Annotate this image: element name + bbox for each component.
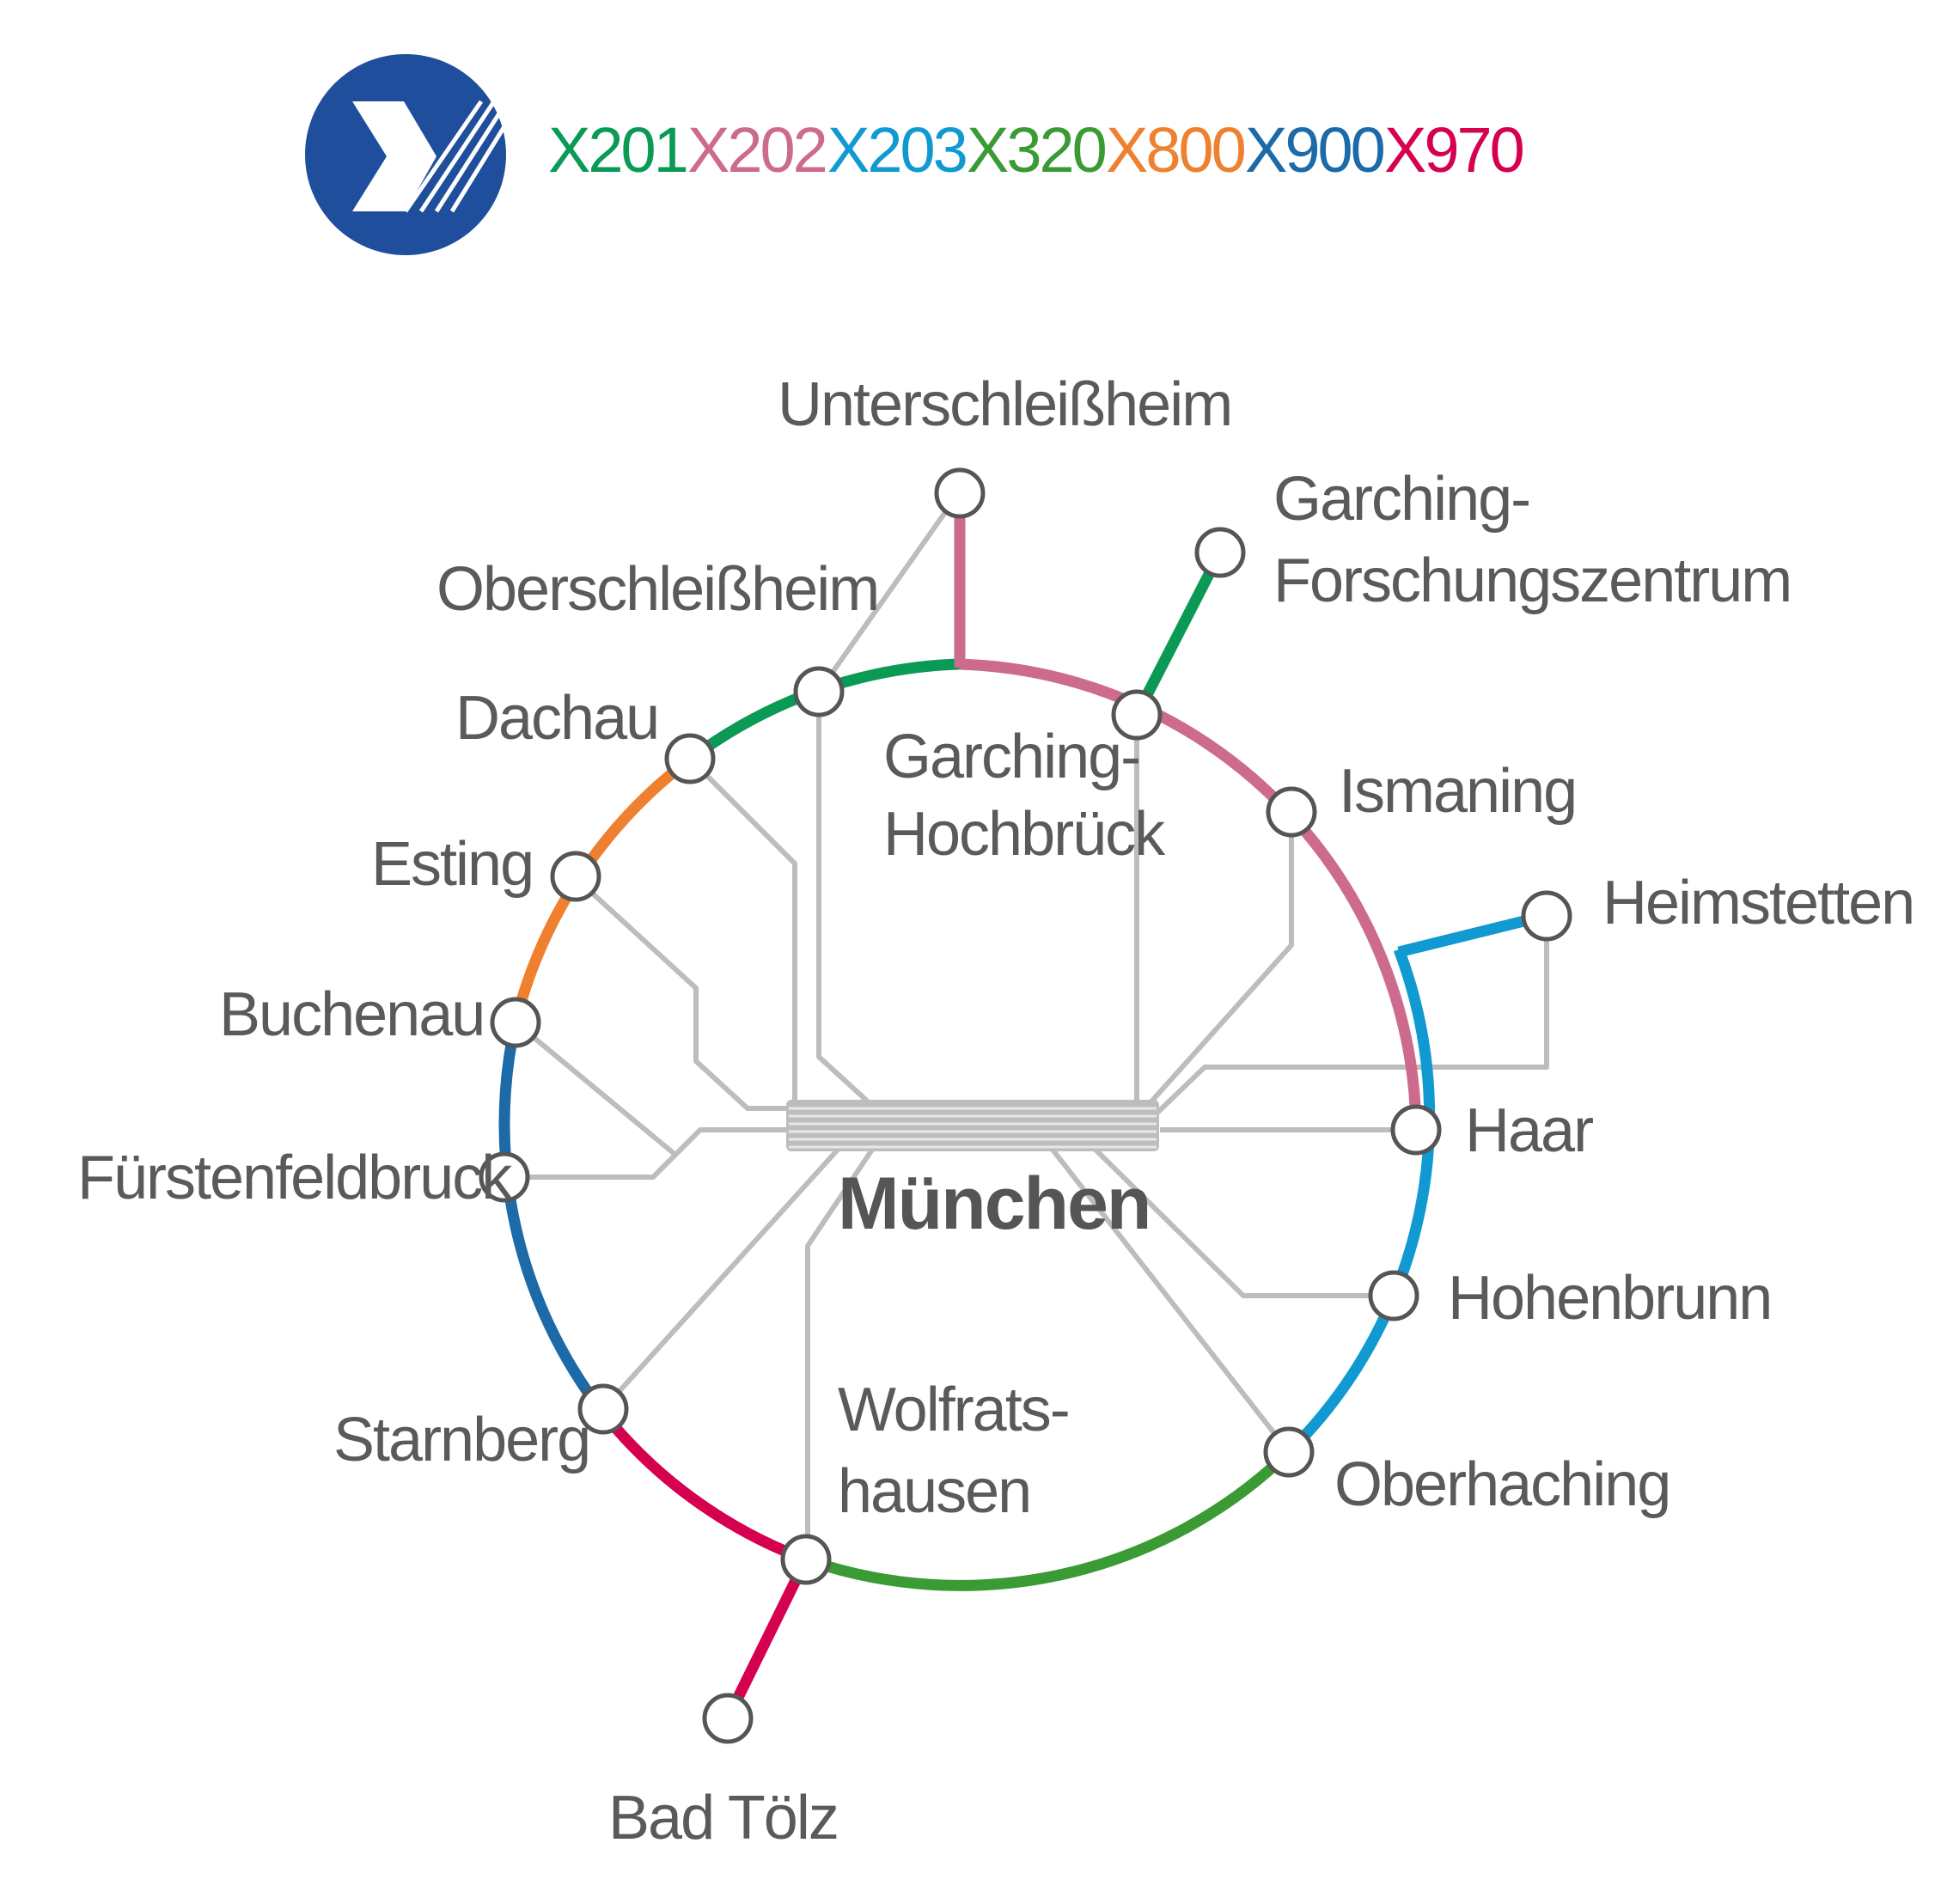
munich-hub	[786, 1100, 1159, 1151]
label-garching-forschungszentrum-2: Forschungszentrum	[1273, 546, 1791, 615]
station-hohenbrunn[interactable]	[1368, 1270, 1419, 1321]
feeder-buchenau	[514, 1020, 676, 1156]
stations	[479, 467, 1572, 1744]
station-starnberg[interactable]	[577, 1383, 629, 1435]
station-wolfratshausen[interactable]	[780, 1534, 832, 1585]
label-ismaning: Ismaning	[1339, 757, 1576, 826]
legend-x800: X800	[1106, 114, 1245, 186]
label-starnberg: Starnberg	[333, 1406, 589, 1474]
label-unterschleissheim: Unterschleißheim	[778, 370, 1231, 439]
feeder-lines	[504, 492, 1549, 1559]
feeder-starnberg	[601, 1147, 840, 1412]
feeder-esting	[571, 874, 795, 1111]
label-oberschleissheim: Oberschleißheim	[436, 555, 878, 624]
legend-x203: X203	[827, 114, 966, 186]
station-dachau[interactable]	[664, 733, 716, 784]
station-haar[interactable]	[1390, 1104, 1442, 1156]
segment-x201-spur	[1132, 550, 1225, 717]
feeder-ismaning	[1149, 812, 1294, 1104]
label-heimstetten: Heimstetten	[1602, 869, 1914, 937]
segment-x203-ring	[1285, 947, 1436, 1456]
station-bad-toelz[interactable]	[702, 1693, 754, 1744]
legend-x202: X202	[687, 114, 826, 186]
station-garching-hochbrueck[interactable]	[1111, 689, 1163, 741]
label-muenchen: München	[838, 1163, 1150, 1245]
label-wolfratshausen-2: hausen	[838, 1457, 1030, 1526]
label-oberhaching: Oberhaching	[1334, 1450, 1669, 1519]
segment-x970-ring	[596, 1407, 809, 1565]
station-garching-forschungszentrum[interactable]	[1194, 527, 1246, 578]
feeder-heimstetten	[1155, 916, 1549, 1115]
line-legend: X201 X202 X203 X320 X800 X900 X970	[548, 114, 1526, 186]
label-bad-toelz: Bad Tölz	[608, 1784, 838, 1852]
station-ismaning[interactable]	[1266, 786, 1317, 838]
station-heimstetten[interactable]	[1521, 890, 1572, 942]
label-haar: Haar	[1465, 1096, 1593, 1165]
legend-x320: X320	[967, 114, 1106, 186]
station-fuerstenfeldbruck[interactable]	[479, 1151, 530, 1203]
segment-x203-spur	[1397, 910, 1547, 958]
station-labels: Unterschleißheim Garching- Forschungszen…	[77, 370, 1915, 1852]
label-dachau: Dachau	[455, 684, 658, 753]
legend-x201: X201	[548, 114, 687, 186]
x-express-bus-logo-icon	[305, 54, 522, 255]
station-esting[interactable]	[550, 851, 601, 902]
segment-x800	[510, 754, 694, 1024]
feeder-dachau	[687, 756, 797, 1108]
feeder-wolfratshausen	[805, 1148, 875, 1559]
feeder-fuerstenfeldbruck	[504, 1127, 795, 1180]
feeder-hohenbrunn	[1093, 1147, 1394, 1298]
station-buchenau[interactable]	[490, 997, 541, 1048]
label-garching-forschungszentrum-1: Garching-	[1273, 465, 1529, 534]
station-oberschleissheim[interactable]	[793, 666, 845, 717]
segment-x320	[803, 1448, 1293, 1591]
label-fuerstenfeldbruck: Fürstenfeldbruck	[77, 1144, 513, 1212]
label-garching-hochbrueck-1: Garching-	[883, 723, 1139, 791]
label-garching-hochbrueck-2: Hochbrück	[883, 800, 1166, 869]
label-wolfratshausen-1: Wolfrats-	[838, 1376, 1069, 1444]
label-buchenau: Buchenau	[219, 980, 484, 1049]
label-hohenbrunn: Hohenbrunn	[1448, 1264, 1771, 1333]
segment-x970-spur	[723, 1557, 811, 1721]
feeder-oberhaching	[1050, 1148, 1291, 1454]
segment-x900	[498, 1021, 607, 1414]
legend-x900: X900	[1245, 114, 1384, 186]
station-unterschleissheim[interactable]	[934, 467, 986, 519]
label-esting: Esting	[371, 830, 533, 899]
legend-x970: X970	[1384, 114, 1523, 186]
station-oberhaching[interactable]	[1263, 1426, 1315, 1478]
